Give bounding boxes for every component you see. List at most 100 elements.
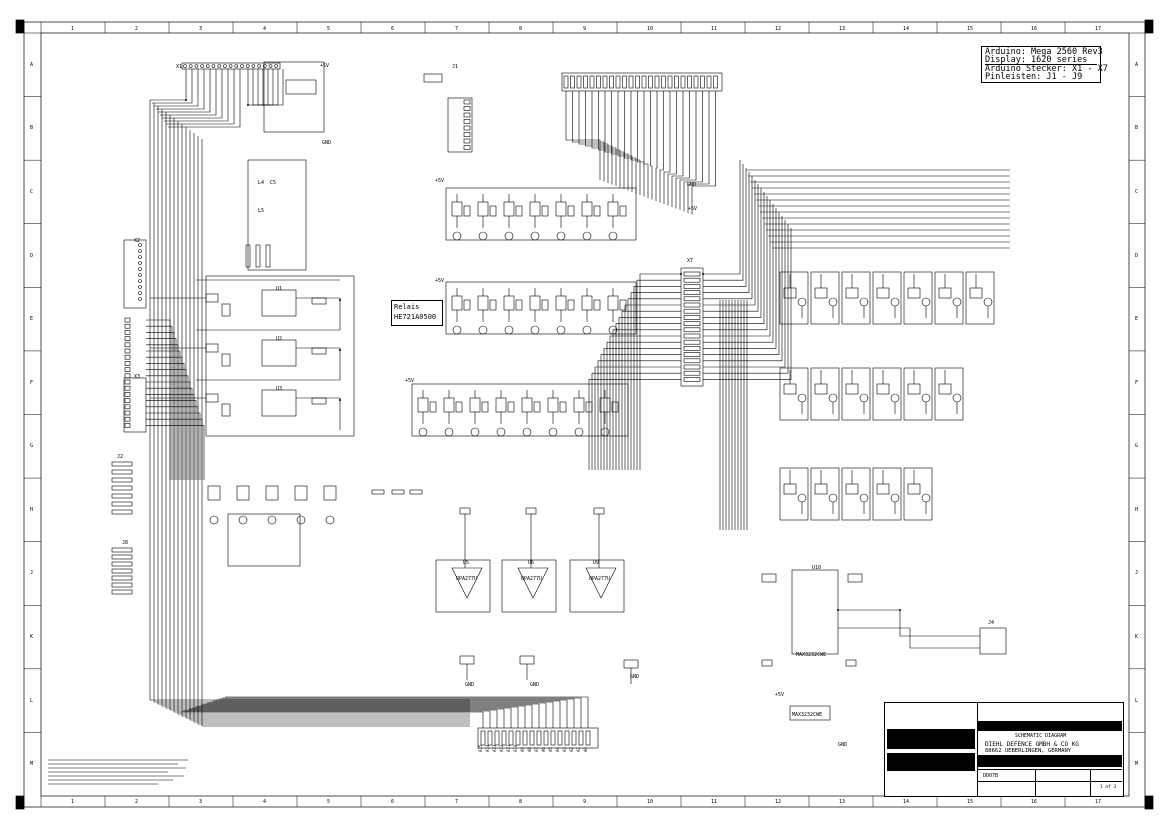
connector-pin	[683, 308, 701, 314]
connector-pin	[124, 354, 131, 360]
header-pin	[251, 64, 256, 68]
pin-strip	[111, 561, 133, 567]
transistor	[452, 325, 462, 335]
row-marker: J	[1135, 570, 1139, 577]
power-block	[247, 159, 307, 271]
column-marker: 4	[263, 799, 267, 805]
wire	[671, 91, 684, 207]
wire	[154, 69, 199, 107]
capacitor	[593, 507, 605, 515]
transistor	[267, 515, 277, 525]
relay-coil	[907, 383, 921, 395]
transistor	[470, 427, 480, 437]
tb-doc-type: SCHEMATIC DIAGRAM	[1015, 733, 1067, 739]
relay-coil	[477, 201, 489, 217]
relay-coil	[876, 383, 890, 395]
label-u9: U9	[593, 560, 600, 566]
diode	[205, 293, 219, 303]
transistor	[952, 297, 962, 307]
header-pin	[674, 75, 679, 89]
transistor	[890, 297, 900, 307]
wire	[565, 91, 601, 180]
header-pin	[188, 64, 193, 68]
opamp-frame	[435, 559, 491, 613]
fuse	[255, 244, 261, 268]
relay-contact	[541, 299, 549, 311]
bus-pin	[480, 730, 486, 746]
connector-pin	[683, 296, 701, 302]
connector-pin	[683, 284, 701, 289]
wire	[659, 91, 664, 203]
row-marker: L	[1135, 697, 1139, 704]
relay-frame	[841, 467, 871, 521]
column-marker: 14	[903, 799, 910, 805]
relay-coil	[443, 397, 455, 413]
relay-frame	[779, 271, 809, 325]
wire	[296, 397, 341, 430]
pin-strip	[111, 469, 133, 475]
connector-pin	[138, 255, 142, 259]
regulator	[285, 79, 317, 95]
wire	[262, 69, 274, 106]
wire	[663, 91, 671, 204]
header-pin	[570, 75, 575, 89]
wire	[618, 317, 681, 470]
wire	[158, 69, 211, 113]
capacitor	[623, 659, 639, 669]
column-marker: 16	[1031, 26, 1038, 32]
connector-pin	[124, 342, 131, 348]
connector-pin	[683, 339, 701, 345]
wire	[703, 196, 768, 331]
connector-pin	[683, 352, 701, 357]
wire	[198, 705, 526, 728]
transistor	[859, 297, 869, 307]
connector-pin	[124, 423, 131, 428]
transistor	[504, 231, 514, 241]
bus-label: A2	[569, 747, 574, 752]
wire	[213, 700, 561, 728]
max3232-ic	[791, 569, 839, 655]
resistor	[311, 297, 327, 305]
label-j8: J8	[122, 540, 129, 546]
connector-pin	[138, 267, 142, 271]
transistor	[221, 403, 231, 417]
column-marker: 13	[839, 799, 846, 805]
relay-coil	[814, 383, 828, 395]
header-pin	[245, 64, 250, 68]
wire	[168, 69, 241, 128]
row-marker: M	[30, 761, 34, 768]
connector-pin	[683, 290, 701, 295]
label-x2: X2	[134, 238, 141, 244]
relay-coil	[573, 397, 585, 413]
info-line-2: Display: 1620 series	[985, 56, 1097, 65]
bus-pin	[529, 730, 535, 746]
relay-coil	[938, 383, 952, 395]
wire	[177, 121, 470, 715]
diode	[205, 343, 219, 353]
wire	[164, 69, 229, 122]
header-pin	[463, 112, 471, 118]
label-u1: U1	[276, 286, 283, 292]
relay-coil	[469, 397, 481, 413]
wire	[683, 91, 703, 212]
row-marker: C	[30, 188, 34, 195]
connector-pin	[124, 398, 131, 403]
header-j1	[447, 97, 473, 153]
label-j1: J1	[452, 64, 459, 70]
transistor	[325, 515, 335, 525]
wire	[262, 69, 264, 106]
header-pin	[194, 64, 199, 68]
transistor	[418, 427, 428, 437]
tb-sheet: 1 of 3	[1100, 785, 1117, 790]
wire	[207, 702, 547, 728]
wire	[296, 347, 341, 380]
header-pin	[463, 99, 471, 105]
bus-label: A5	[548, 747, 553, 752]
wire	[146, 363, 185, 480]
wire	[838, 627, 980, 649]
header-pin	[615, 75, 621, 89]
connector-pin	[124, 367, 131, 372]
column-marker: 17	[1095, 799, 1102, 805]
relay-frame	[903, 467, 933, 521]
column-marker: 2	[135, 26, 139, 32]
